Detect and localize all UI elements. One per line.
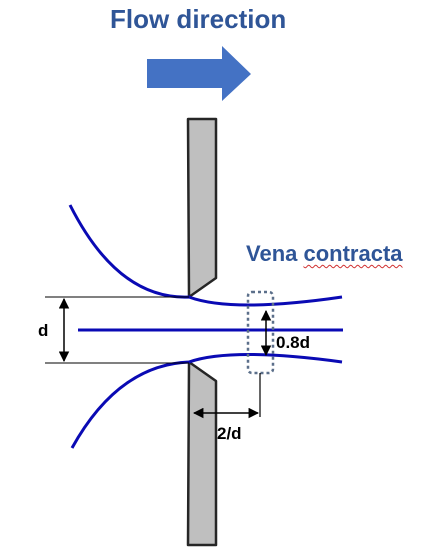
streamline-lower: [70, 353, 343, 449]
vena-contracta-label: Vena contracta: [246, 241, 443, 267]
flow-direction-title: Flow direction: [110, 4, 287, 34]
contraction-diameter-label: 0.8d: [276, 333, 311, 352]
vena-contracta-label-part2: contracta: [303, 241, 403, 266]
flow-direction-arrow: [147, 46, 251, 101]
orifice-plate-upper: [186, 117, 218, 299]
distance-label: 2/d: [217, 424, 242, 443]
orifice-plate-lower: [186, 360, 218, 547]
orifice-diameter-label: d: [38, 321, 49, 340]
vena-contracta-label-part1: Vena: [246, 241, 304, 266]
